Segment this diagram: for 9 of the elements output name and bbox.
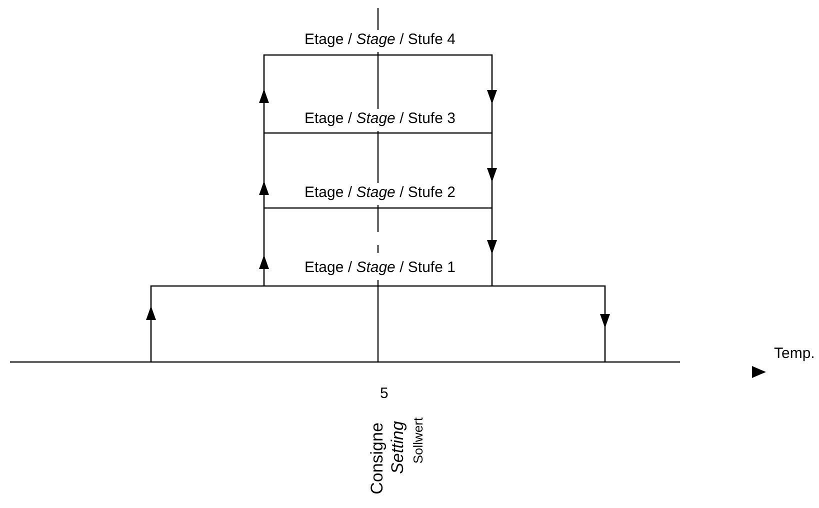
stage-label: Etage / Stage / Stufe 4 [304,32,456,47]
stage-label: Etage / Stage / Stufe 1 [304,260,456,275]
setpoint-label: Consigne [368,422,386,494]
stage-label: Etage / Stage / Stufe 2 [304,185,456,200]
setpoint-label: Sollwert [412,416,425,464]
setpoint-value: 5 [380,386,388,401]
axis-label: Temp. [774,346,815,361]
setpoint-label: Setting [388,420,406,474]
stage-label: Etage / Stage / Stufe 3 [304,111,456,126]
